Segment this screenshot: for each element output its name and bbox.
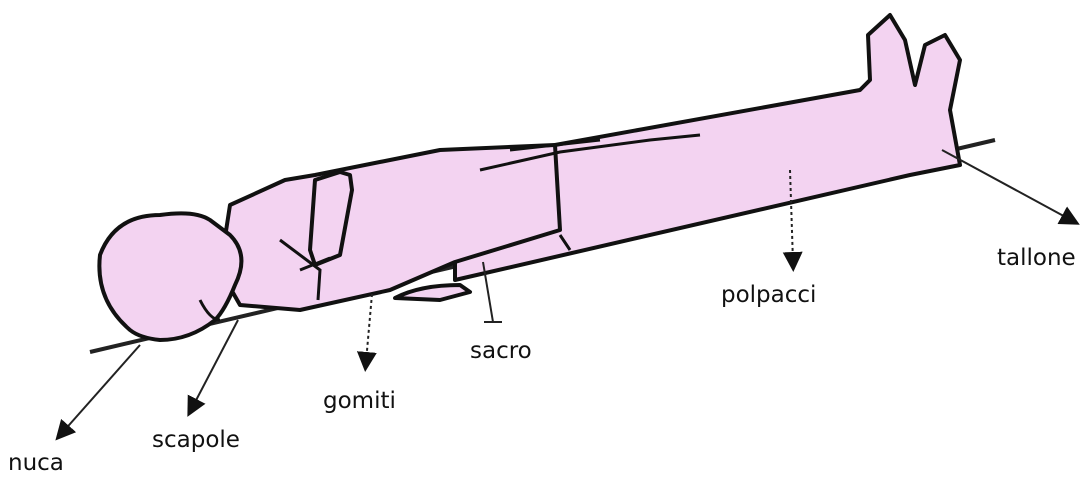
leader-nuca xyxy=(62,345,140,433)
label-nuca: nuca xyxy=(8,452,64,475)
label-scapole: scapole xyxy=(152,429,240,452)
label-sacro: sacro xyxy=(470,340,532,363)
leader-scapole xyxy=(192,320,238,408)
leader-gomiti xyxy=(366,294,372,362)
label-tallone: tallone xyxy=(997,247,1076,270)
leader-tallone xyxy=(942,150,1071,220)
lying-body xyxy=(99,15,960,340)
label-polpacci: polpacci xyxy=(721,284,816,307)
label-gomiti: gomiti xyxy=(323,390,396,413)
